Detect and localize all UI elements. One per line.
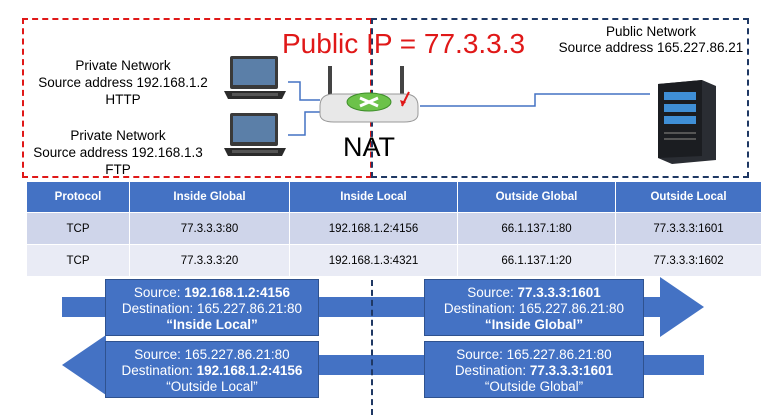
public-network-caption: Public Network Source address 165.227.86… [540,24,762,56]
table-cell: 192.168.1.2:4156 [289,212,458,245]
table-cell: 66.1.137.1:80 [457,212,616,245]
flow-destination: Destination: 165.227.86.21:80 [121,301,303,316]
laptop2-caption: Private Network Source address 192.168.1… [22,127,214,178]
laptop1-line3: HTTP [105,92,141,107]
laptop1-line1: Private Network [75,58,171,73]
table-header-row: Protocol Inside Global Inside Local Outs… [27,182,762,213]
inbound-arrowhead [62,335,106,395]
table-row: TCP 77.3.3.3:80 192.168.1.2:4156 66.1.13… [27,212,762,245]
table-row: TCP 77.3.3.3:20 192.168.1.3:4321 66.1.13… [27,244,762,276]
laptop2-line2: Source address 192.168.1.3 [33,145,203,160]
flow-box-inside-local: Source: 192.168.1.2:4156 Destination: 16… [105,279,319,336]
col-protocol: Protocol [27,182,130,213]
laptop2-line3: FTP [105,162,131,177]
laptop1-line2: Source address 192.168.1.2 [38,75,208,90]
col-outside-global: Outside Global [457,182,616,213]
flow-caption: “Outside Local” [166,379,258,394]
public-network-line1: Public Network [605,24,697,39]
table-cell: 77.3.3.3:80 [129,212,290,245]
flow-destination: Destination: 192.168.1.2:4156 [121,363,303,378]
flow-source: Source: 77.3.3.3:1601 [467,285,601,300]
public-ip-label: Public IP = 77.3.3.3 [282,28,526,59]
flow-box-inside-global: Source: 77.3.3.3:1601 Destination: 165.2… [424,279,644,336]
laptop-icon [224,113,286,156]
flow-caption: “Inside Global” [484,317,584,332]
table-cell: 77.3.3.3:20 [129,244,290,276]
flow-destination: Destination: 77.3.3.3:1601 [454,363,614,378]
server-icon [658,80,716,164]
flow-box-outside-local: Source: 165.227.86.21:80 Destination: 19… [105,341,319,398]
laptop-icon [224,56,286,99]
flow-caption: “Inside Local” [166,317,258,332]
col-inside-local: Inside Local [289,182,458,213]
network-divider [371,280,373,415]
table-cell: TCP [27,244,130,276]
flow-destination: Destination: 165.227.86.21:80 [443,301,625,316]
nat-label: NAT [343,132,395,162]
public-network-line2: Source address 165.227.86.21 [558,40,744,55]
nat-translation-table: Protocol Inside Global Inside Local Outs… [27,182,762,276]
table-cell: 66.1.137.1:20 [457,244,616,276]
flow-source: Source: 192.168.1.2:4156 [133,285,291,300]
table-cell: TCP [27,212,130,245]
flow-source: Source: 165.227.86.21:80 [134,347,290,362]
laptop1-caption: Private Network Source address 192.168.1… [28,57,218,108]
flow-caption: “Outside Global” [484,379,584,394]
router-icon [319,66,419,123]
col-outside-local: Outside Local [615,182,762,213]
col-inside-global: Inside Global [129,182,290,213]
outbound-arrowhead [660,277,704,337]
flow-source: Source: 165.227.86.21:80 [456,347,612,362]
table-cell: 77.3.3.3:1602 [615,244,762,276]
table-cell: 192.168.1.3:4321 [289,244,458,276]
table-cell: 77.3.3.3:1601 [615,212,762,245]
laptop2-line1: Private Network [70,128,166,143]
flow-box-outside-global: Source: 165.227.86.21:80 Destination: 77… [424,341,644,398]
